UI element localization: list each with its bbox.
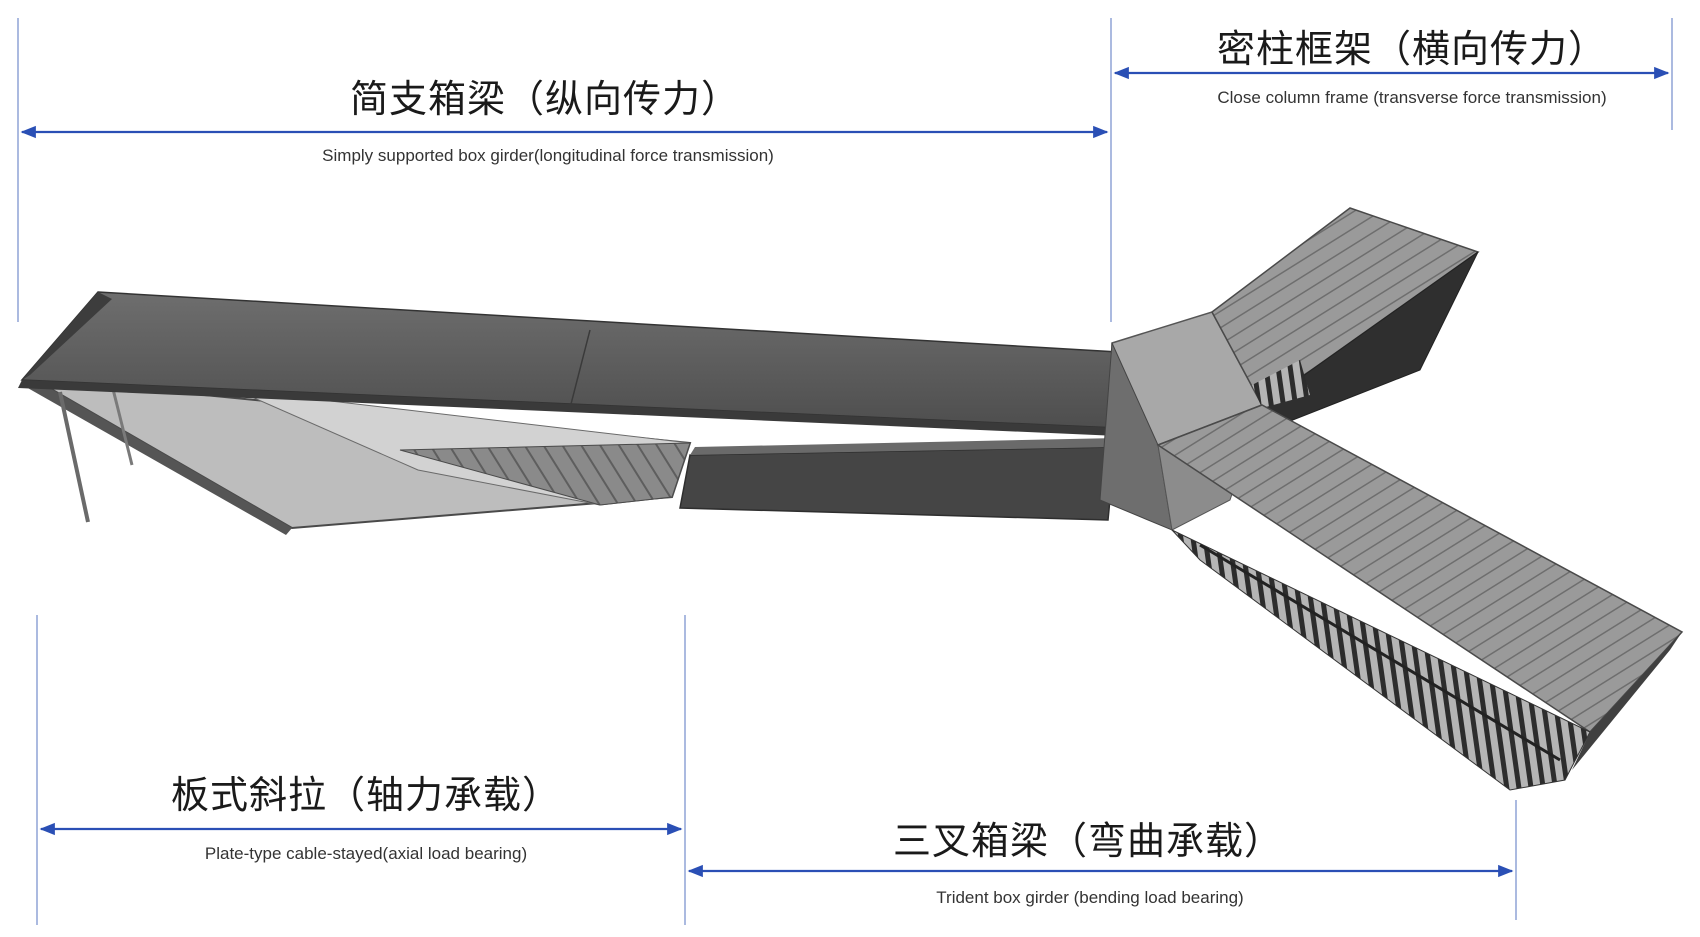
- label-simply-supported-en: Simply supported box girder(longitudinal…: [322, 146, 774, 165]
- label-close-column-en: Close column frame (transverse force tra…: [1217, 88, 1607, 107]
- label-close-column-zh: 密柱框架（横向传力）: [1216, 27, 1608, 71]
- guide-lines: [17, 18, 1673, 925]
- label-plate-cable-zh: 板式斜拉（轴力承载）: [170, 773, 562, 817]
- label-simply-supported-zh: 简支箱梁（纵向传力）: [349, 77, 741, 121]
- dimension-arrows: [20, 66, 1670, 878]
- label-trident-en: Trident box girder (bending load bearing…: [936, 888, 1244, 907]
- plate-cable-stayed-structure: [26, 377, 692, 535]
- trident-long-arm: [1156, 404, 1684, 791]
- lower-box-girder: [679, 438, 1118, 521]
- label-trident-zh: 三叉箱梁（弯曲承载）: [892, 819, 1284, 863]
- label-plate-cable-en: Plate-type cable-stayed(axial load beari…: [204, 844, 528, 863]
